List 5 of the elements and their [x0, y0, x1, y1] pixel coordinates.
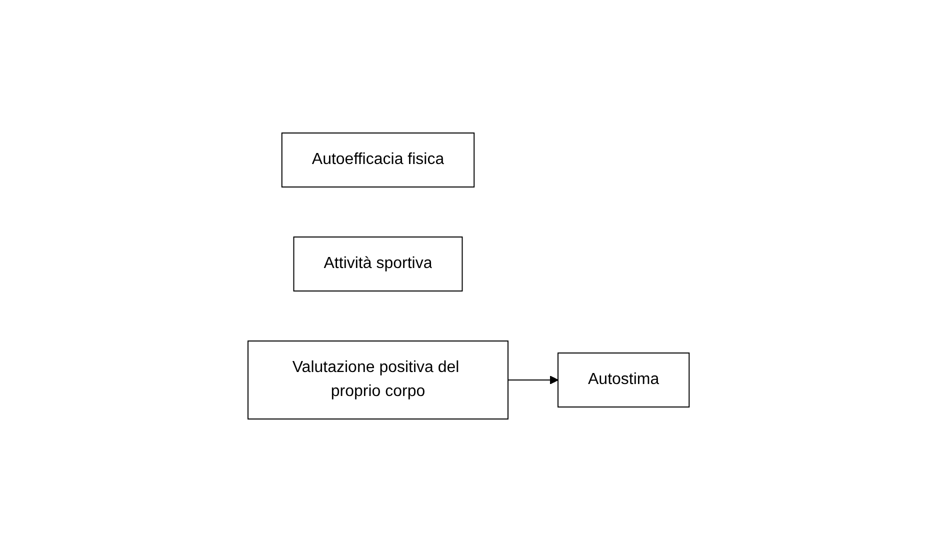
arrow — [507, 375, 558, 384]
node-box: Autostima — [557, 352, 690, 407]
node-box: Autoefficacia fisica — [281, 132, 475, 187]
node-box: Attività sportiva — [293, 236, 463, 291]
node-box: Valutazione positiva del proprio corpo — [247, 340, 508, 419]
